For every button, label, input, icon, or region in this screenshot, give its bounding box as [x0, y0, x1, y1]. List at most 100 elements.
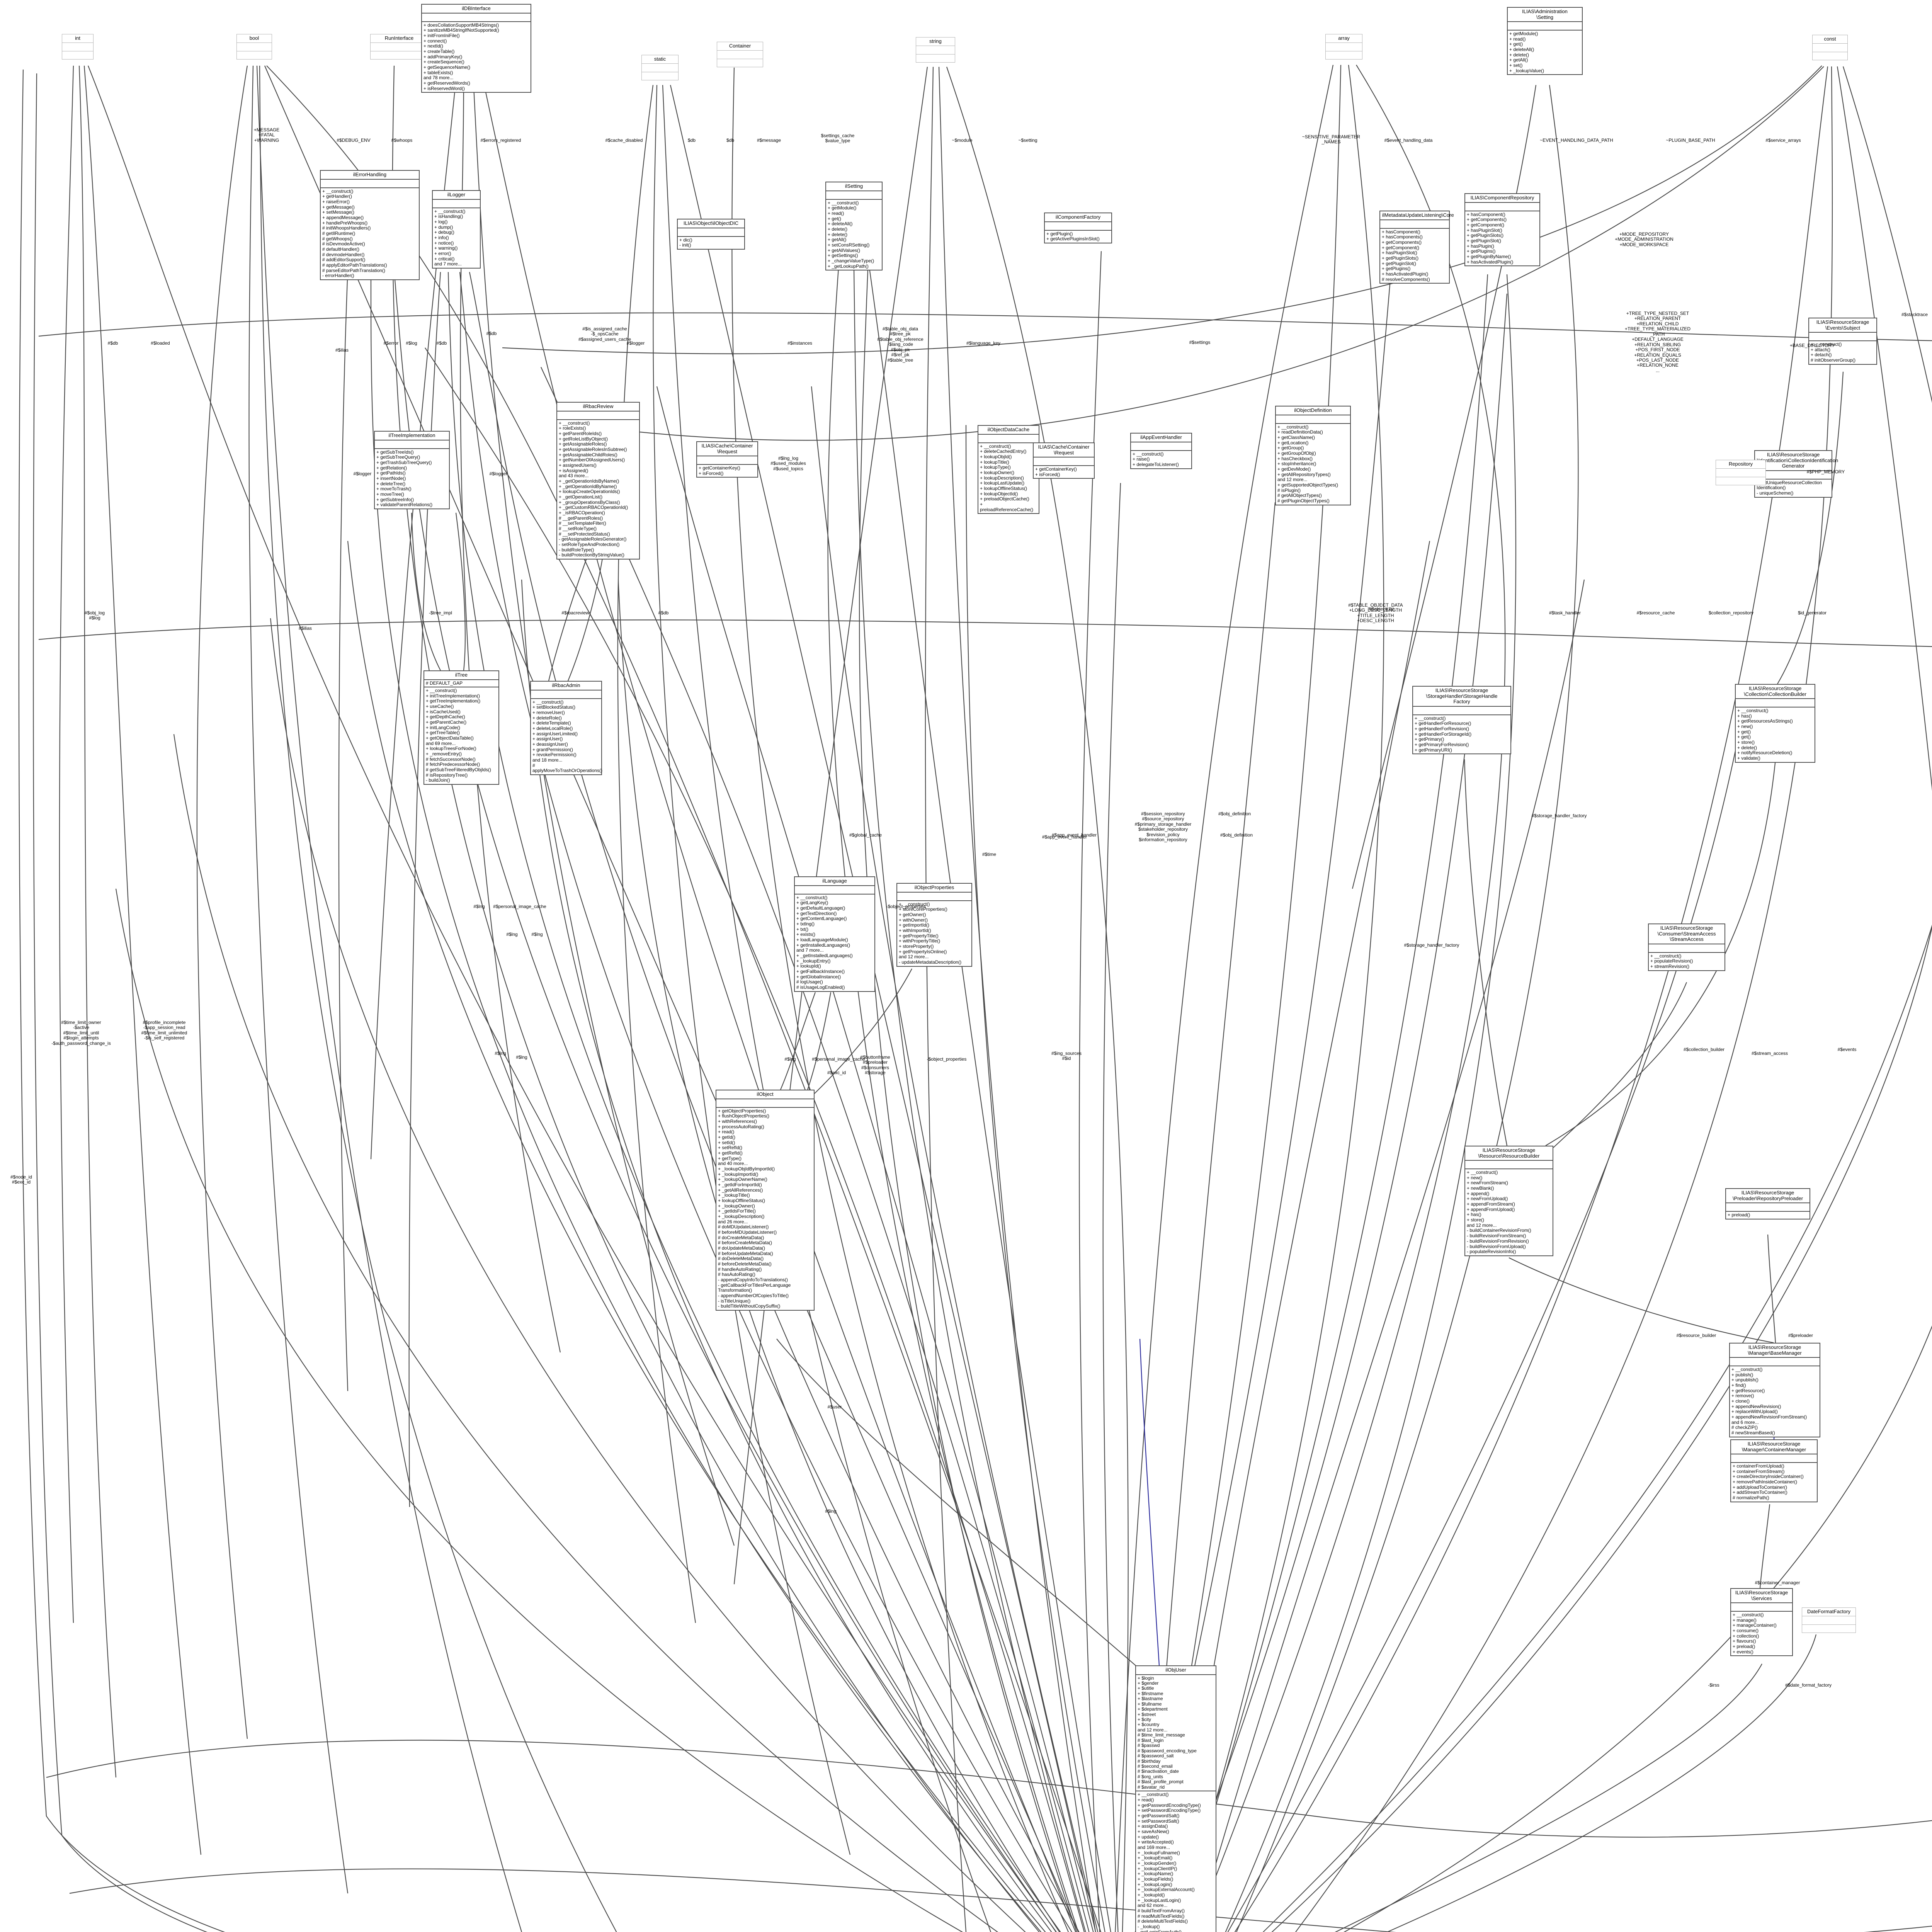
class-node-ilias-cache-containerrequest[interactable]: ILIAS\Cache\Container \Request+ getConta… — [1033, 442, 1095, 479]
attribute-row: # $time_limit_message — [1138, 1732, 1185, 1738]
class-node-ilrbacadmin[interactable]: ilRbacAdmin+ __construct()+ setBlockedSt… — [530, 681, 602, 775]
edge-label: #$TABLE_OBJECT_DATA +LONG_DESC_LENGTH +T… — [1348, 602, 1403, 624]
operation-row: + getTreeTable() — [426, 730, 460, 736]
class-node-ilias-administration-setting[interactable]: ILIAS\Administration \Setting+ getModule… — [1507, 7, 1583, 75]
operation-row: + _removeEntry() — [426, 751, 462, 757]
class-node-container[interactable]: Container — [717, 42, 763, 67]
class-node-ilobjectdefinition[interactable]: ilObjectDefinition+ __construct()+ readD… — [1275, 406, 1351, 505]
operation-row: + validateParentRelations() — [376, 502, 433, 508]
class-node-const[interactable]: const — [1812, 35, 1848, 60]
class-node-ilias-resourcestorage-collectioncollectionbuilder[interactable]: ILIAS\ResourceStorage \Collection\Collec… — [1735, 684, 1815, 763]
class-node-ilappeventhandler[interactable]: ilAppEventHandler+ __construct()+ raise(… — [1130, 433, 1192, 469]
operation-row: + withReferences() — [718, 1118, 757, 1124]
operation-row: + containerFromUpload() — [1733, 1463, 1784, 1469]
edge-label: $settings_cache $value_type — [821, 133, 855, 144]
class-node-dateformatfactory[interactable]: DateFormatFactory — [1802, 1607, 1856, 1633]
class-node-ilias-resourcestorage-managerbasemanager[interactable]: ILIAS\ResourceStorage \Manager\BaseManag… — [1729, 1343, 1820, 1437]
operation-row: # doDeleteMetaData() — [718, 1256, 764, 1262]
operation-row: + __construct() — [1133, 451, 1164, 457]
class-node-bool[interactable]: bool — [236, 34, 272, 60]
class-node-ilias-resourcestorage-services[interactable]: ILIAS\ResourceStorage \Services+ __const… — [1730, 1588, 1793, 1656]
class-name: ILIAS\ComponentRepository — [1465, 194, 1539, 203]
operation-row: + delete() — [1509, 52, 1529, 58]
edge-label: -$irss — [1708, 1682, 1719, 1688]
edge-label: ~$module — [952, 138, 973, 143]
operation-row: + addUploadToContainer() — [1733, 1484, 1787, 1490]
class-node-ilmetadataupdatelistener[interactable]: ilMetadataUpdateListening\Core+ hasCompo… — [1379, 211, 1454, 284]
operation-row: + lookupCreateOperationIds() — [559, 489, 620, 495]
operation-row: + appendMessage() — [322, 214, 364, 220]
class-attributes — [716, 1099, 814, 1108]
class-node-ilobjuser[interactable]: ilObjUser+ $login+ $gender+ $utitle+ $fi… — [1135, 1665, 1216, 1932]
class-attributes — [1802, 1616, 1855, 1625]
operation-row: + hasActivatedPlugin() — [1382, 271, 1429, 277]
class-node-ilias-object-ilobjectdic[interactable]: ILIAS\Object\ilObjectDIC+ dic()- init() — [677, 219, 745, 250]
class-node-ilias-resourcestorage-consumerstreamaccess[interactable]: ILIAS\ResourceStorage \Consumer\StreamAc… — [1648, 923, 1725, 971]
class-name: ILIAS\ResourceStorage \Events\Subject — [1809, 318, 1876, 333]
operation-row: + setBlockedStatus() — [532, 704, 576, 710]
class-node-ilias-cache-container-request[interactable]: ILIAS\Cache\Container \Request+ getConta… — [696, 441, 758, 478]
operation-row: + containerFromStream() — [1733, 1468, 1785, 1474]
class-node-iltree[interactable]: ilTree# DEFAULT_GAP+ __construct()+ init… — [423, 670, 499, 785]
class-attributes: # DEFAULT_GAP — [424, 680, 498, 687]
class-name: ilLogger — [433, 191, 480, 200]
class-node-ilias-resourcestorage-events-subject[interactable]: ILIAS\ResourceStorage \Events\Subject+ _… — [1808, 318, 1877, 365]
class-node-iltreeimplementation[interactable]: ilTreeImplementation+ getSubTreeIds()+ g… — [374, 431, 450, 509]
class-node-ilias-resourcestorage-resourceresourcebuilder[interactable]: ILIAS\ResourceStorage \Resource\Resource… — [1464, 1146, 1553, 1256]
operation-row: # fetchSuccessorNode() — [426, 756, 476, 762]
attribute-row: # $avatar_rid — [1138, 1784, 1165, 1790]
class-node-ilias-resourcestorage-storagehandler-storagehandlerfactory[interactable]: ILIAS\ResourceStorage \StorageHandler\St… — [1412, 686, 1511, 755]
operation-row: + saveAsNew() — [1138, 1828, 1169, 1834]
class-node-ilrbacreview[interactable]: ilRbacReview+ __construct()+ roleExists(… — [556, 402, 640, 560]
class-node-ilias-resourcestorage-preloaderrepositorypreloader[interactable]: ILIAS\ResourceStorage \Preloader\Reposit… — [1725, 1188, 1810, 1219]
operation-row: + get() — [1737, 734, 1751, 740]
class-attributes — [678, 228, 744, 237]
operation-row: # logUsage() — [796, 979, 823, 985]
operation-row: + isReservedWord() — [423, 85, 465, 91]
class-node-ilcomponentrepository[interactable]: ILIAS\ComponentRepository+ hasComponent(… — [1464, 193, 1540, 267]
class-node-repository[interactable]: Repository — [1716, 460, 1766, 485]
class-node-ilobjectproperties[interactable]: ilObjectProperties+ __construct()+ store… — [896, 883, 972, 967]
class-node-ildbinterface[interactable]: ilDBInterface+ doesCollationSupportMB4St… — [421, 4, 531, 93]
class-name: Repository — [1716, 460, 1765, 469]
operation-row: + __construct() — [1731, 1367, 1763, 1372]
class-node-static[interactable]: static — [641, 55, 679, 80]
edge-label: #$obj_definition — [1220, 832, 1253, 838]
operation-row: + initFromIniFile() — [423, 32, 460, 38]
operation-row: + setMessage() — [322, 209, 355, 215]
operation-row: # getIlRuntime() — [322, 230, 355, 236]
class-node-illanguage[interactable]: ilLanguage+ __construct()+ getLangKey()+… — [794, 876, 875, 992]
class-node-ilcomponentfactory[interactable]: ilComponentFactory+ getPlugin()+ getActi… — [1044, 213, 1112, 243]
operation-row: + getObjectDataTable() — [426, 735, 474, 741]
operation-row: + getType() — [718, 1155, 742, 1161]
class-operations: + __construct()+ initTreeImplementation(… — [424, 687, 498, 784]
class-node-ilobjectdatacache[interactable]: ilObjectDataCache+ __construct()+ delete… — [978, 425, 1039, 514]
operation-row: + _getInstalledLanguages() — [796, 952, 853, 958]
class-node-illogger[interactable]: ilLogger+ __construct()+ isHandling()+ l… — [432, 190, 481, 269]
class-node-string[interactable]: string — [916, 37, 955, 63]
edge-label: #$settings — [1189, 340, 1211, 345]
edge-label: #$user — [827, 1404, 842, 1410]
operation-row: + storeCoreProperties() — [899, 906, 947, 912]
class-node-int[interactable]: int — [62, 34, 94, 60]
operation-row: + createDirectoryInsideContainer() — [1733, 1474, 1804, 1480]
class-name: ilRbacAdmin — [531, 682, 601, 690]
class-node-ilerrorhandling[interactable]: ilErrorHandling+ __construct()+ getHandl… — [320, 170, 420, 280]
operation-row: + get() — [828, 216, 842, 221]
class-node-array[interactable]: array — [1325, 34, 1362, 60]
class-node-ilias-resourcestorage-identification-collectionidentificationgenerator[interactable]: ILIAS\ResourceStorage \Identification\Co… — [1754, 450, 1838, 498]
operation-row: + getDefaultLanguage() — [796, 905, 845, 911]
operation-row: + doesCollationSupportMB4Strings() — [423, 22, 499, 28]
operation-row: + getAssignableRolesInSubtree() — [559, 446, 627, 452]
class-node-ilias-resourcestorage-managercontainermanager[interactable]: ILIAS\ResourceStorage \Manager\Container… — [1730, 1439, 1818, 1502]
class-node-ilsetting[interactable]: ilSetting+ __construct()+ getModule()+ r… — [825, 182, 883, 271]
operation-row: + isAssigned() — [559, 468, 588, 473]
attribute-row: + $lastname — [1138, 1696, 1163, 1702]
class-node-runinterface[interactable]: RunInterface — [370, 34, 428, 60]
operation-row: + getPluginSlot() — [1382, 260, 1417, 266]
operation-row: + getComponent() — [1382, 245, 1420, 250]
class-node-ilobject[interactable]: ilObject+ getObjectProperties()+ flushOb… — [716, 1090, 815, 1311]
class-operations: + __construct()+ populateRevision()+ str… — [1649, 953, 1725, 970]
operation-row: + _lookupExternalAccount() — [1138, 1887, 1195, 1893]
operation-row: + getParentCache() — [426, 719, 467, 725]
